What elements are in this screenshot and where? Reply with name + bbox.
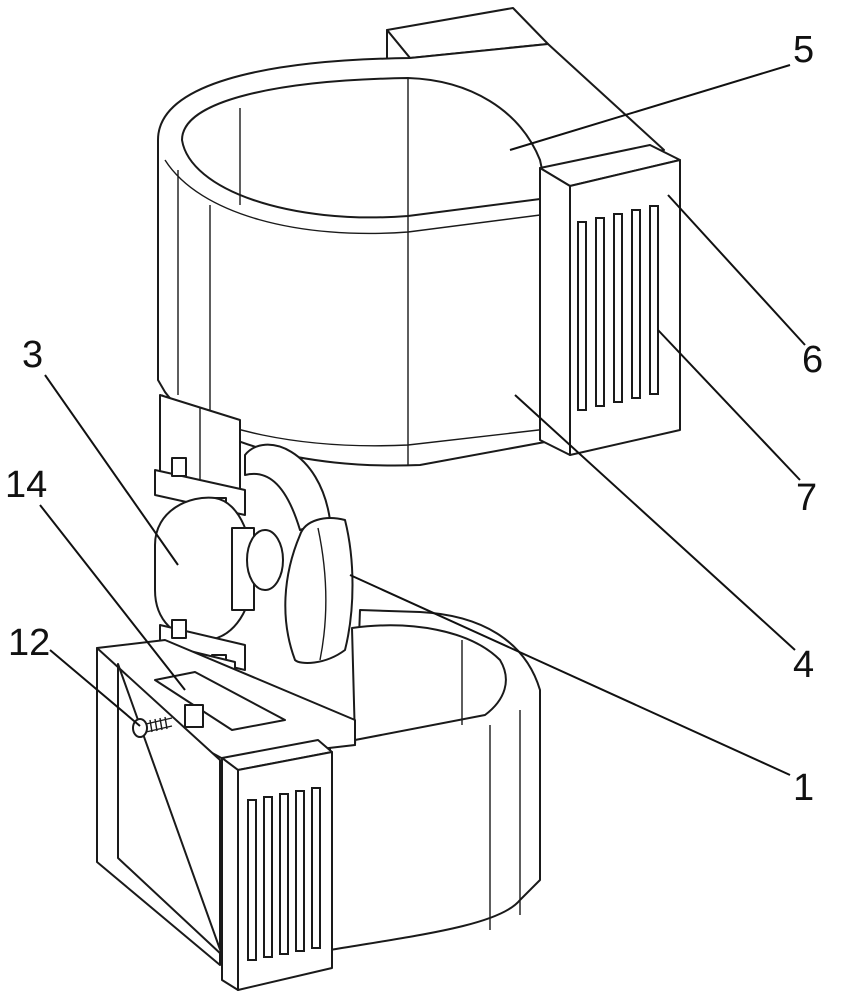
callout-6: 6 <box>802 339 823 381</box>
callout-labels: 5 6 7 4 1 3 14 12 <box>5 29 823 809</box>
leader-7 <box>657 329 801 481</box>
upper-cuff <box>157 7 665 467</box>
leader-6 <box>667 194 806 346</box>
callout-7: 7 <box>796 477 817 519</box>
callout-3: 3 <box>22 334 43 376</box>
leader-12 <box>49 649 141 727</box>
leader-lines <box>39 64 806 776</box>
callout-12: 12 <box>8 622 50 664</box>
callout-5: 5 <box>793 29 814 71</box>
callout-14: 14 <box>5 464 47 506</box>
leader-14 <box>39 504 186 691</box>
leader-1 <box>349 574 791 776</box>
hinge-assembly <box>154 394 354 736</box>
lower-cuff <box>329 609 541 951</box>
leader-4 <box>514 394 796 651</box>
lower-base-box <box>96 639 356 966</box>
upper-housing <box>539 144 681 456</box>
callout-1: 1 <box>793 767 814 809</box>
callout-4: 4 <box>793 644 814 686</box>
lower-housing <box>221 739 333 991</box>
leader-5 <box>509 64 791 151</box>
leader-3 <box>44 374 179 566</box>
upper-vent-slots <box>577 205 659 411</box>
lower-vent-slots <box>247 787 321 961</box>
